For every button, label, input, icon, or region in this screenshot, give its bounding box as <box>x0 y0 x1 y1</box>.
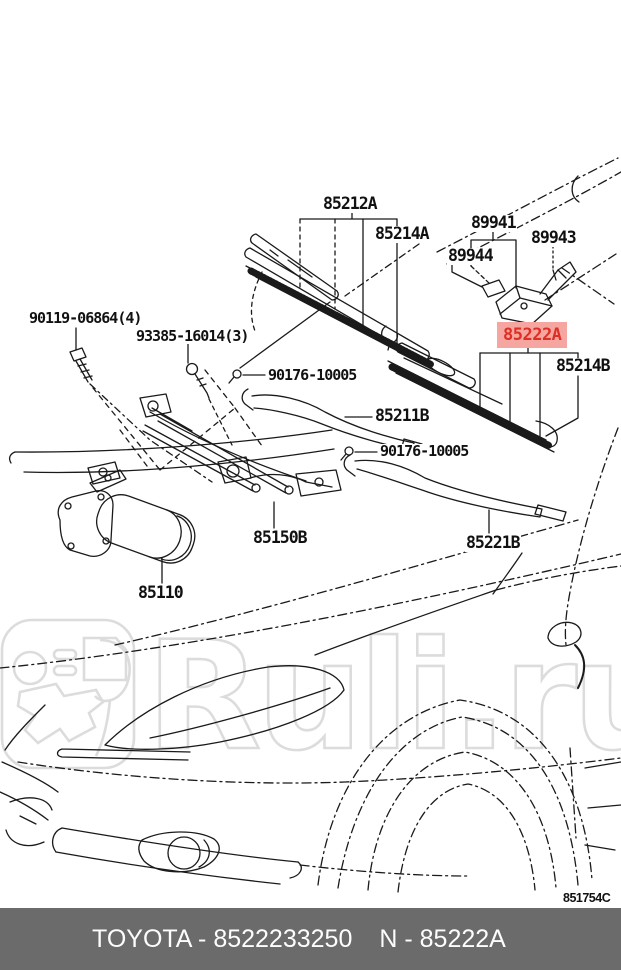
part-label-85221B: 85221B <box>465 533 521 552</box>
part-label-90119-06864: 90119-06864(4) <box>28 309 142 327</box>
part-label-89943: 89943 <box>530 228 577 247</box>
watermark-logo-icon <box>0 618 136 770</box>
part-label-85110: 85110 <box>137 583 184 602</box>
watermark-text: Ruli.ru <box>146 610 621 784</box>
part-label-85211B: 85211B <box>374 406 430 425</box>
part-label-89944: 89944 <box>447 246 494 265</box>
footer-bar: TOYOTA - 8522233250 N - 85222A <box>0 908 621 970</box>
part-label-89941: 89941 <box>470 213 517 232</box>
part-label-85214A: 85214A <box>374 224 430 243</box>
footer-brand-part-number: TOYOTA - 8522233250 <box>92 924 353 953</box>
footer-part-code: N - 85222A <box>379 924 506 953</box>
part-label-85222A-highlighted: 85222A <box>497 322 568 348</box>
drawing-code: 851754C <box>563 891 611 905</box>
part-label-93385-16014: 93385-16014(3) <box>135 327 249 345</box>
part-label-90176-10005-lower: 90176-10005 <box>379 442 469 460</box>
part-label-90176-10005-upper: 90176-10005 <box>267 366 357 384</box>
part-label-85150B: 85150B <box>252 528 308 547</box>
part-label-85214B: 85214B <box>555 356 611 375</box>
part-label-85212A: 85212A <box>322 194 378 213</box>
